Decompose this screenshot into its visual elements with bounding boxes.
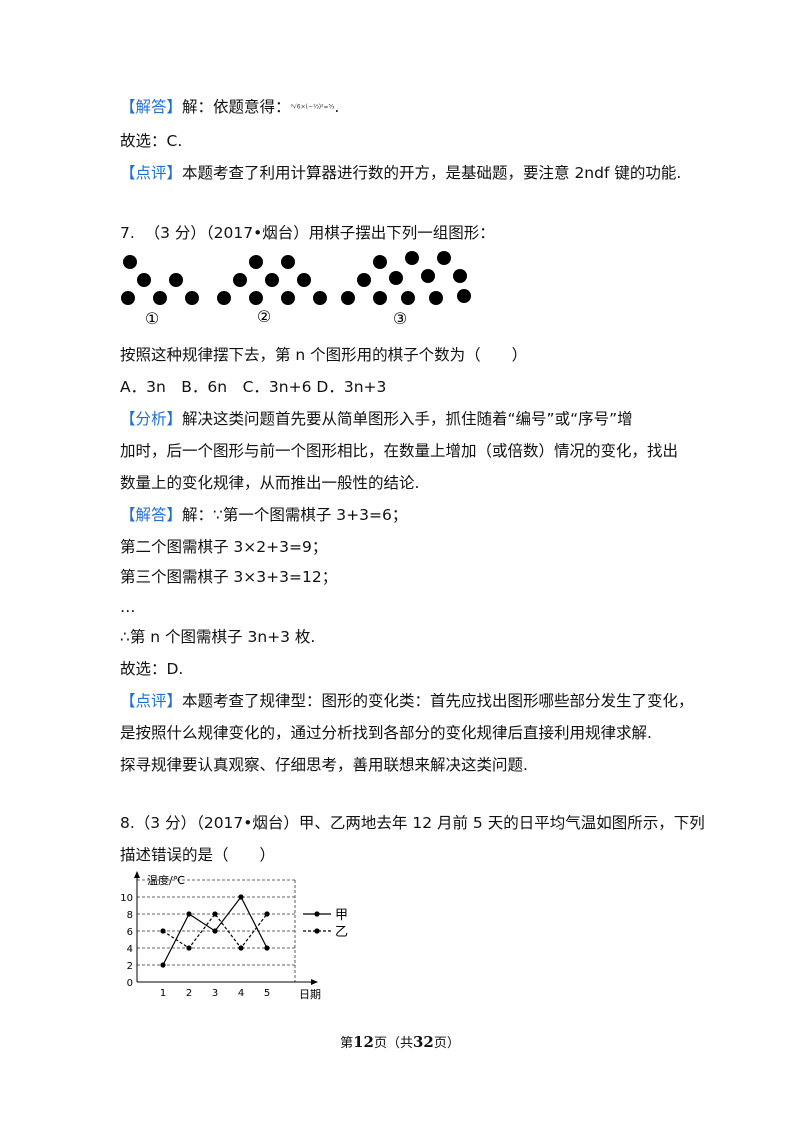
x-tick-label: 2 [186,988,192,999]
y-tick-label: 8 [127,910,133,921]
figure-label-2: ② [257,307,271,326]
q7-comment-3: 探寻规律要认真观察、仔细思考，善用联想来解决这类问题. [120,756,528,774]
q6-answer: 【解答】解：依题意得：³√6×(−⅓)²=⁵⁄₃. [120,98,340,116]
data-point [238,894,244,900]
q8-stem: 8.（3 分）（2017•烟台）甲、乙两地去年 12 月前 5 天的日平均气温如… [120,814,705,832]
comment-tag: 【点评】 [120,164,183,182]
q7-answer-4: … [120,598,136,616]
y-tick-label: 2 [127,961,133,972]
q7-question: 按照这种规律摆下去，第 n 个图形用的棋子个数为（ ） [120,346,528,364]
q7-answer-5: ∴第 n 个图需棋子 3n+3 枚. [120,628,316,646]
legend-label: 甲 [335,908,348,923]
x-tick-label: 3 [212,988,218,999]
data-point [186,911,192,917]
y-tick-label: 4 [127,944,133,955]
q7-comment: 【点评】本题考查了规律型：图形的变化类：首先应找出图形哪些部分发生了变化， [120,692,694,710]
x-tick-label: 1 [160,988,166,999]
data-point [212,928,218,934]
y-tick-label: 6 [127,927,133,938]
y-tick-label: 10 [120,893,133,904]
q7-answer-3: 第三个图需棋子 3×3+3=12； [120,568,338,586]
comment-tag: 【点评】 [120,692,183,710]
answer-tag: 【解答】 [120,98,183,116]
legend-marker [314,928,320,934]
q7-analysis-3: 数量上的变化规律，从而推出一般性的结论. [120,474,420,492]
data-point [160,962,166,968]
data-point [186,945,192,951]
q6-comment: 【点评】本题考查了利用计算器进行数的开方，是基础题，要注意 2ndf 键的功能. [120,164,682,182]
data-point [238,945,244,951]
x-tick-label: 5 [264,988,270,999]
chess-pattern-figure: ① ② ③ [121,251,471,328]
data-point [160,928,166,934]
q7-answer-2: 第二个图需棋子 3×2+3=9； [120,538,328,556]
x-axis-arrow [311,979,318,985]
q7-answer: 【解答】解：∵第一个图需棋子 3+3=6； [120,506,408,524]
page-number: 12 [353,1033,374,1051]
q7-stem: 7. （3 分）（2017•烟台）用棋子摆出下列一组图形： [120,224,495,242]
formula: ³√6×(−⅓)²=⁵⁄₃ [290,103,335,111]
y-axis-label: 温度/℃ [147,873,185,887]
q8-stem-2: 描述错误的是（ ） [120,846,276,864]
figure-label-1: ① [145,309,159,328]
y-axis-arrow [134,871,140,878]
q7-analysis: 【分析】解决这类问题首先要从简单图形入手，抓住随着“编号”或“序号”增 [120,410,633,428]
page-total: 32 [413,1033,434,1051]
answer-tag: 【解答】 [120,506,183,524]
data-point [264,911,270,917]
series-line [162,913,268,949]
data-point [212,911,218,917]
q7-comment-2: 是按照什么规律变化的，通过分析找到各部分的变化规律后直接利用规律求解. [120,724,652,742]
y-tick-label: 0 [127,978,133,989]
q6-choice: 故选：C. [120,132,183,150]
q7-analysis-2: 加时，后一个图形与前一个图形相比，在数量上增加（或倍数）情况的变化，找出 [120,442,679,460]
figure-label-3: ③ [393,309,407,328]
legend-label: 乙 [335,925,348,940]
data-point [264,945,270,951]
q7-options: A．3n B．6n C．3n+6 D．3n+3 [120,378,387,396]
q7-choice: 故选：D. [120,660,184,678]
analysis-tag: 【分析】 [120,410,183,428]
x-axis-label: 日期 [299,988,321,1001]
x-tick-label: 4 [238,988,244,999]
legend-marker [314,911,320,917]
page-footer: 第12页（共32页） [340,1033,460,1051]
